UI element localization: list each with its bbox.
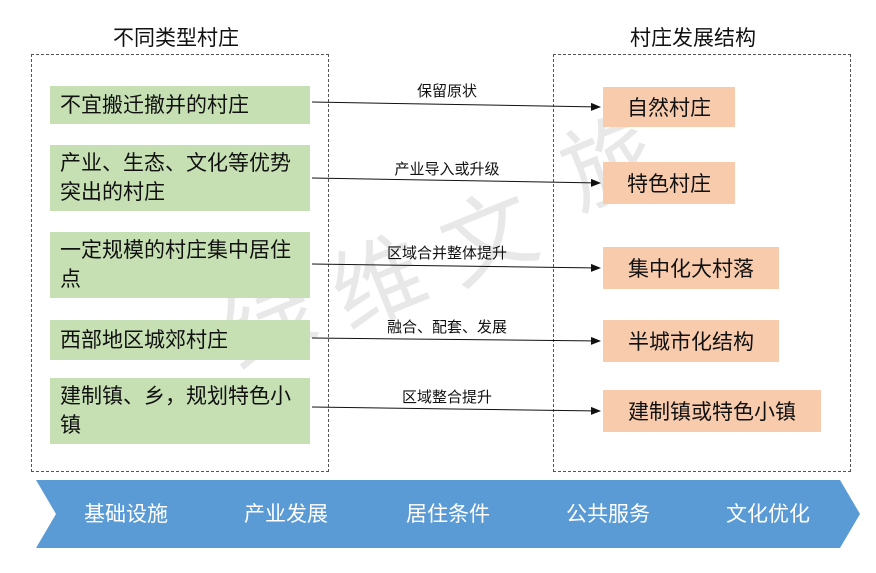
- structure-3: 集中化大村落: [603, 247, 779, 289]
- village-type-5: 建制镇、乡，规划特色小镇: [50, 378, 310, 444]
- structure-4-label: 半城市化结构: [628, 330, 754, 354]
- arrow-label-1: 保留原状: [416, 82, 477, 100]
- arrow-label-3: 区域合并整体提升: [386, 244, 507, 262]
- right-container: [553, 54, 851, 472]
- structure-1-label: 自然村庄: [627, 96, 711, 120]
- village-type-2: 产业、生态、文化等优势突出的村庄: [50, 145, 310, 211]
- structure-2-label: 特色村庄: [627, 172, 711, 196]
- structure-3-label: 集中化大村落: [628, 257, 754, 281]
- chevron-label-3: 居住条件: [406, 502, 490, 526]
- chevron-label-2: 产业发展: [244, 502, 328, 526]
- village-type-5-label: 建制镇、乡，规划特色小镇: [60, 384, 291, 437]
- left-container: [31, 54, 329, 472]
- village-type-1: 不宜搬迁撤并的村庄: [50, 86, 310, 124]
- village-type-1-label: 不宜搬迁撤并的村庄: [60, 92, 249, 117]
- structure-1: 自然村庄: [603, 87, 735, 127]
- village-type-4: 西部地区城郊村庄: [50, 320, 310, 360]
- village-type-3-label: 一定规模的村庄集中居住点: [60, 238, 291, 291]
- structure-4: 半城市化结构: [603, 320, 779, 362]
- village-type-4-label: 西部地区城郊村庄: [60, 327, 228, 352]
- right-title: 村庄发展结构: [630, 26, 756, 50]
- village-type-2-label: 产业、生态、文化等优势突出的村庄: [60, 151, 291, 204]
- arrow-label-4: 融合、配套、发展: [386, 318, 507, 336]
- structure-2: 特色村庄: [603, 162, 735, 204]
- village-type-3: 一定规模的村庄集中居住点: [50, 232, 310, 298]
- structure-5: 建制镇或特色小镇: [603, 390, 821, 432]
- arrow-label-2: 产业导入或升级: [394, 160, 500, 178]
- arrow-label-5: 区域整合提升: [401, 388, 492, 406]
- structure-5-label: 建制镇或特色小镇: [628, 400, 796, 424]
- chevron-label-5: 文化优化: [726, 502, 810, 526]
- left-title: 不同类型村庄: [113, 26, 239, 50]
- chevron-label-1: 基础设施: [84, 502, 168, 526]
- chevron-label-4: 公共服务: [566, 502, 650, 526]
